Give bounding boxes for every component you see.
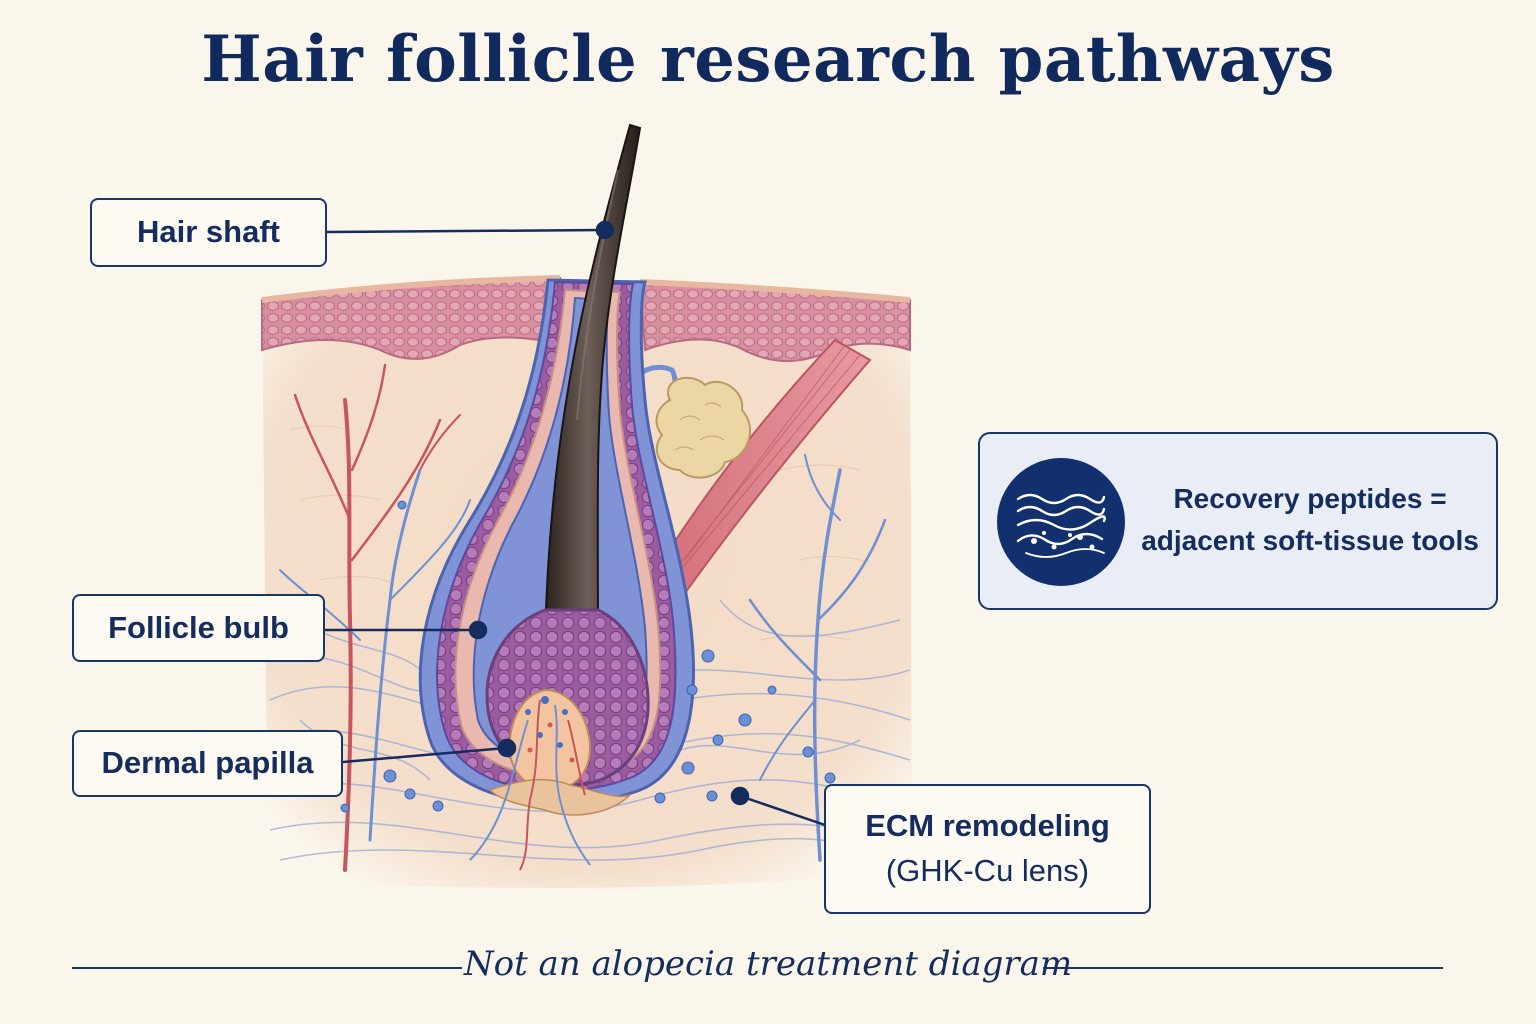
hair-shaft-label-text: Hair shaft <box>137 214 280 250</box>
ecm-label-line1: ECM remodeling <box>865 808 1110 844</box>
signal-droplets <box>340 500 836 813</box>
callout-leaders <box>325 220 826 827</box>
dermal-papilla-label: Dermal papilla <box>72 730 343 797</box>
follicle-bulb-label: Follicle bulb <box>72 594 325 662</box>
footer-rule-right <box>1043 967 1443 969</box>
recovery-peptides-text: Recovery peptides = adjacent soft-tissue… <box>1132 478 1488 562</box>
hair-shaft-label: Hair shaft <box>90 198 327 267</box>
dermal-papilla <box>469 688 631 871</box>
footer-disclaimer: Not an alopecia treatment diagram <box>463 944 1073 984</box>
arrector-pili-muscle <box>658 338 872 602</box>
dermal-papilla-label-text: Dermal papilla <box>101 745 314 781</box>
blood-vessels-right <box>748 454 887 862</box>
info-line2: adjacent soft-tissue tools <box>1141 525 1479 556</box>
info-line1: Recovery peptides = <box>1173 483 1447 514</box>
page-title: Hair follicle research pathways <box>201 22 1335 97</box>
footer-rule-left <box>72 967 462 969</box>
follicle-bulb-label-text: Follicle bulb <box>108 609 289 645</box>
ecm-remodeling-label: ECM remodeling (GHK-Cu lens) <box>824 784 1151 914</box>
ecm-label-line2: (GHK-Cu lens) <box>885 853 1090 888</box>
tissue-waves-icon <box>997 458 1125 586</box>
